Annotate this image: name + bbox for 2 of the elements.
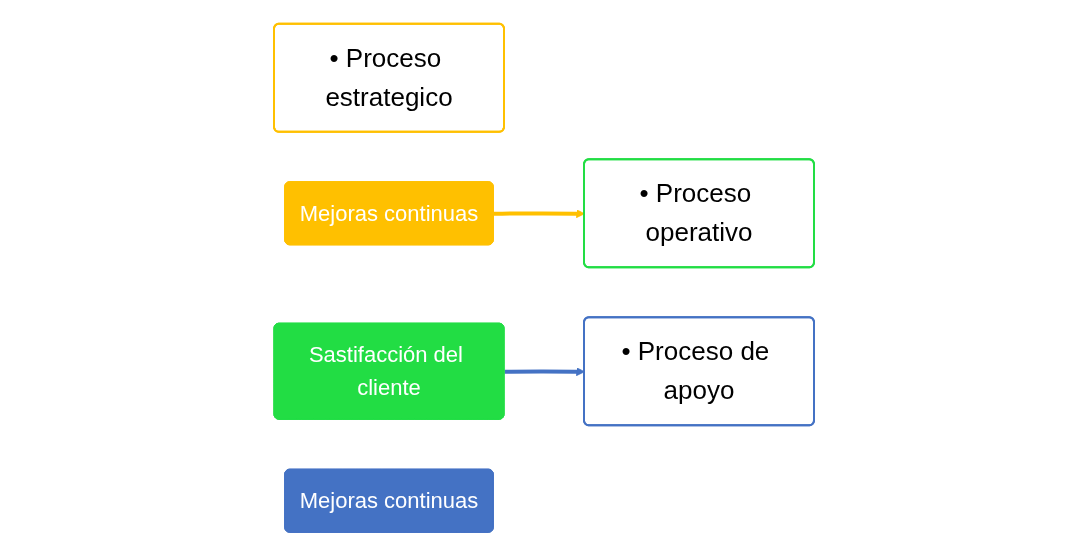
arrow: [493, 209, 585, 219]
arrow: [504, 367, 585, 377]
